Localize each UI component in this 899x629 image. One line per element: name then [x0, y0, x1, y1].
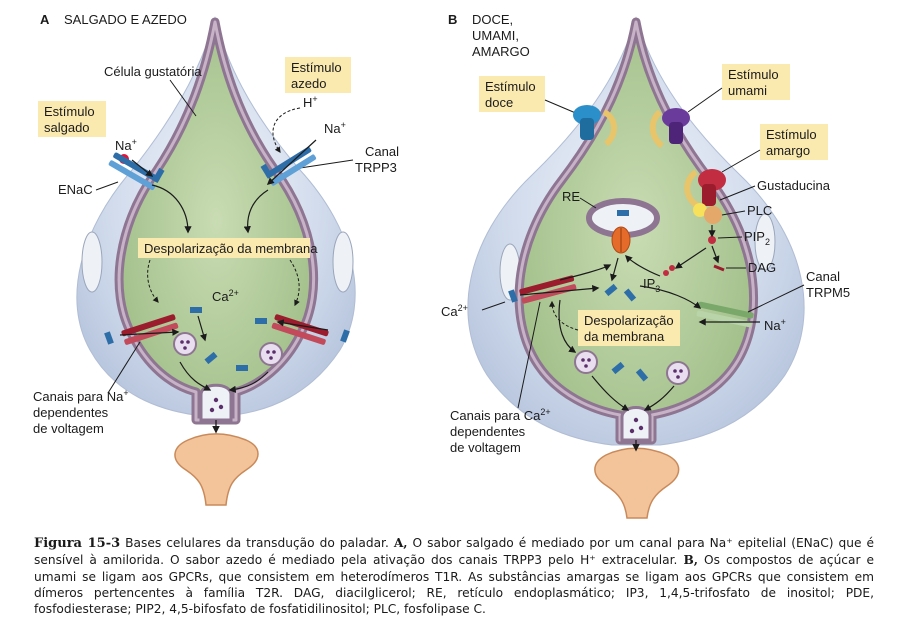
- calcium-ion: [635, 368, 649, 382]
- trpp3-line2: TRPP3: [355, 160, 397, 175]
- caption-a-label: A,: [393, 536, 408, 550]
- calcium-ion: [255, 318, 267, 324]
- caption-figure-number: Figura 15-3: [34, 536, 121, 551]
- figure-caption: Figura 15-3 Bases celulares da transduçã…: [34, 535, 874, 617]
- synaptic-pore: [199, 383, 233, 422]
- ip3-molecule: [663, 270, 669, 276]
- panel-a-title: SALGADO E AZEDO: [64, 12, 187, 27]
- panel-b-title-line1: DOCE,: [472, 12, 513, 27]
- er-label: RE: [562, 189, 580, 204]
- endoplasmic-reticulum: [586, 198, 660, 254]
- bitter-stimulus-box: [760, 124, 828, 160]
- voltage-channels-b-line2: dependentes: [450, 424, 526, 439]
- panel-a-letter: A: [40, 12, 50, 27]
- bitter-stimulus-line2: amargo: [766, 143, 810, 158]
- caption-b-text: Os compostos de açúcar e umami se ligam …: [34, 553, 875, 617]
- ca-label-a: Ca2+: [212, 288, 239, 304]
- sweet-receptor: [573, 105, 617, 147]
- panel-b-letter: B: [448, 12, 457, 27]
- caption-a-text: O sabor salgado é mediado por um canal p…: [34, 536, 874, 568]
- bitter-receptor: [684, 169, 726, 209]
- vesicle: [173, 332, 197, 356]
- bitter-stimulus-line1: Estímulo: [766, 127, 817, 142]
- sweet-stimulus-box: [479, 76, 545, 112]
- depolarization-box-b: [578, 310, 680, 346]
- calcium-ion: [236, 365, 248, 371]
- sour-stimulus-line2: azedo: [291, 76, 326, 91]
- neighbor-cell: [754, 213, 776, 271]
- taste-transduction-figure: A SALGADO E AZEDO Célula gustatória Estí…: [33, 12, 850, 519]
- salty-stimulus-line1: Estímulo: [44, 104, 95, 119]
- trpm5-line2: TRPM5: [806, 285, 850, 300]
- synaptic-pore: [620, 406, 652, 442]
- neighbor-cell: [332, 231, 354, 293]
- panel-b-title-line3: AMARGO: [472, 44, 530, 59]
- depolarization-label-a: Despolarização da membrana: [144, 241, 318, 256]
- gustducin-star: [693, 203, 707, 217]
- dag-label: DAG: [748, 260, 776, 275]
- salty-stimulus-box: [38, 101, 106, 137]
- panel-b: B DOCE, UMAMI, AMARGO Estímulo doce Estí…: [441, 12, 850, 519]
- plc-enzyme: [704, 206, 722, 224]
- calcium-ion: [604, 283, 618, 297]
- calcium-ion: [340, 329, 350, 343]
- calcium-ion: [190, 307, 202, 313]
- pip2-label: PIP2: [744, 229, 770, 247]
- na-right-label: Na+: [324, 120, 346, 136]
- voltage-channels-b-line1: Canais para Ca2+: [450, 407, 551, 423]
- voltage-channels-a-line1: Canais para Na+: [33, 388, 129, 404]
- sour-stimulus-line1: Estímulo: [291, 60, 342, 75]
- panel-b-title-line2: UMAMI,: [472, 28, 519, 43]
- trpm5-line1: Canal: [806, 269, 840, 284]
- salty-stimulus-line2: salgado: [44, 120, 90, 135]
- pip2-molecule: [708, 236, 716, 244]
- umami-stimulus-box: [722, 64, 790, 100]
- voltage-channels-a-line2: dependentes: [33, 405, 109, 420]
- sweet-stimulus-line1: Estímulo: [485, 79, 536, 94]
- ca-label-b: Ca2+: [441, 303, 468, 319]
- depolarization-b-line2: da membrana: [584, 329, 665, 344]
- vesicle: [574, 350, 598, 374]
- gustducin-label: Gustaducina: [757, 178, 831, 193]
- dag-molecule: [713, 264, 725, 272]
- voltage-channels-a-line3: de voltagem: [33, 421, 104, 436]
- trpm5-channel: [696, 301, 754, 328]
- calcium-ion: [204, 351, 218, 365]
- vesicle: [259, 342, 283, 366]
- ip3-molecule: [669, 265, 675, 271]
- trpp3-line1: Canal: [365, 144, 399, 159]
- neighbor-cell: [81, 231, 103, 293]
- calcium-ion: [508, 289, 518, 303]
- umami-stimulus-line2: umami: [728, 83, 767, 98]
- h-ion-label: H+: [303, 94, 318, 110]
- caption-intro: Bases celulares da transdução do paladar…: [120, 536, 394, 550]
- plc-label: PLC: [747, 203, 772, 218]
- na-left-label: Na+: [115, 137, 137, 153]
- cell-label: Célula gustatória: [104, 64, 202, 79]
- depolarization-b-line1: Despolarização: [584, 313, 674, 328]
- enac-label: ENaC: [58, 182, 93, 197]
- calcium-ion: [623, 288, 637, 302]
- umami-receptor: [649, 108, 690, 149]
- sour-stimulus-box: [285, 57, 351, 93]
- panel-b-afferent-nerve: [594, 447, 680, 519]
- na-label-b: Na+: [764, 317, 786, 333]
- calcium-ion: [611, 361, 625, 375]
- vesicle: [666, 361, 690, 385]
- voltage-channels-b-line3: de voltagem: [450, 440, 521, 455]
- calcium-ion: [104, 331, 114, 345]
- umami-stimulus-line1: Estímulo: [728, 67, 779, 82]
- depolarization-box-a: [138, 238, 310, 258]
- panel-a-afferent-nerve: [174, 433, 259, 506]
- sweet-stimulus-line2: doce: [485, 95, 513, 110]
- panel-a: A SALGADO E AZEDO Célula gustatória Estí…: [33, 12, 399, 506]
- caption-b-label: B,: [683, 553, 698, 568]
